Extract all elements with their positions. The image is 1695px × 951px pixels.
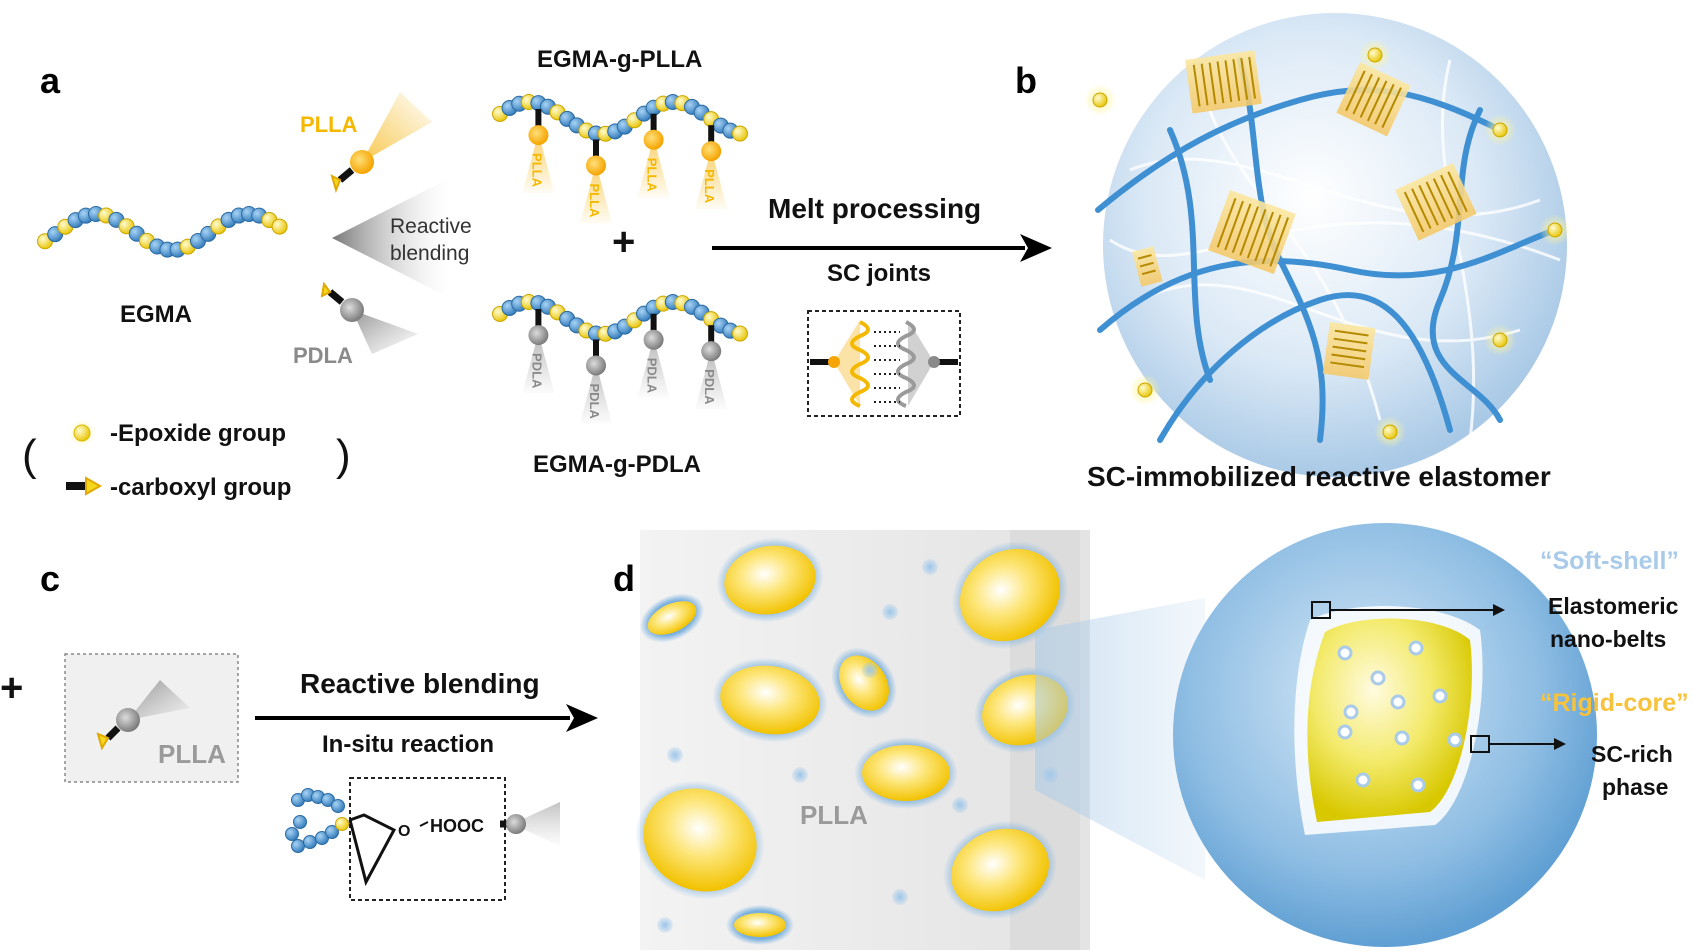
- egma-g-plla-chain: [492, 94, 748, 142]
- carboxyl-arrow-icon: [320, 281, 332, 298]
- carboxyl-legend-icon: [66, 476, 103, 496]
- sc-rich-label-line1: SC-rich: [1591, 741, 1673, 767]
- egma-chain: [37, 206, 288, 258]
- reactive-label-line2: blending: [390, 242, 469, 265]
- panel-label-b: b: [1015, 60, 1037, 101]
- pdla-graft-label: PDLA: [645, 358, 660, 394]
- reactive-arrow-head: [566, 704, 598, 732]
- plla-ball: [350, 150, 374, 174]
- plla-graft-label: PLLA: [587, 183, 602, 218]
- elastomeric-label-line2: nano-belts: [1550, 626, 1666, 652]
- sc-joints-inset: [807, 310, 961, 417]
- epoxide-bead: [271, 218, 288, 235]
- panel-label-c: c: [40, 558, 60, 599]
- melt-arrow-head: [1020, 234, 1052, 262]
- hooc-label: HOOC: [430, 816, 484, 836]
- sc-rich-label-line2: phase: [1602, 774, 1668, 800]
- blend-morphology-block: [635, 530, 1090, 950]
- sc-rich-dots: [1337, 640, 1463, 793]
- pdla-grafts: PDLA PDLA PDLA PDLA: [522, 309, 728, 424]
- epoxide-oxygen-label: O: [398, 823, 410, 840]
- epoxide-legend-icon: [69, 420, 95, 446]
- pdla-helix: [896, 320, 916, 408]
- epoxide-bead: [732, 125, 748, 142]
- panel-label-a: a: [40, 60, 61, 101]
- reactive-blending-wedge: [332, 178, 450, 298]
- panel-c-plus-sign: +: [0, 666, 23, 710]
- pdla-label: PDLA: [293, 343, 353, 368]
- elastomeric-label-line1: Elastomeric: [1548, 593, 1679, 619]
- egma-g-pdla-label: EGMA-g-PDLA: [533, 451, 701, 478]
- egma-g-plla-label: EGMA-g-PLLA: [537, 46, 702, 73]
- carboxyl-arrow-icon: [96, 732, 110, 751]
- panel-b-caption: SC-immobilized reactive elastomer: [1087, 461, 1551, 492]
- plla-label: PLLA: [300, 112, 358, 137]
- plla-reagent-box: [64, 653, 239, 783]
- legend-paren-open: (: [22, 431, 37, 480]
- plla-grafts: PLLA PLLA PLLA PLLA: [522, 109, 728, 224]
- epoxide-end-groups: [1084, 39, 1571, 448]
- soft-shell-label: “Soft-shell”: [1540, 547, 1679, 575]
- reactive-blending-label: Reactive blending: [300, 668, 540, 699]
- plus-sign: +: [612, 220, 635, 264]
- panel-label-d: d: [613, 558, 635, 599]
- plla-graft-label: PLLA: [645, 158, 660, 193]
- elastomer-network-sphere: [1084, 13, 1571, 477]
- panel-c-plla-label: PLLA: [158, 739, 226, 769]
- plla-graft-label: PLLA: [702, 169, 717, 204]
- legend-paren-close: ): [336, 431, 351, 480]
- in-situ-label: In-situ reaction: [322, 731, 494, 758]
- egma-g-pdla-chain: [492, 294, 748, 342]
- in-situ-inset: O HOOC: [285, 777, 560, 901]
- plla-helix: [850, 320, 870, 408]
- core-pointer-arrow-icon: [1554, 738, 1566, 750]
- sc-crystallites: [1132, 50, 1477, 380]
- shell-pointer-arrow-icon: [1493, 604, 1505, 616]
- pdla-reagent: [320, 281, 418, 354]
- melt-processing-label: Melt processing: [768, 193, 981, 224]
- pdla-ball: [340, 298, 364, 322]
- core-shell-particle: [1173, 523, 1597, 947]
- panel-d-plla-label: PLLA: [800, 800, 868, 830]
- rigid-core: [1307, 618, 1472, 822]
- plla-reagent: [330, 92, 432, 194]
- plla-graft-label: PLLA: [529, 153, 544, 188]
- legend-epoxide-label: -Epoxide group: [110, 420, 286, 447]
- legend-carboxyl-label: -carboxyl group: [110, 474, 291, 501]
- sc-joints-label: SC joints: [827, 260, 931, 287]
- epoxide-bead: [732, 325, 748, 342]
- pdla-graft-label: PDLA: [702, 369, 717, 405]
- pdla-graft-label: PDLA: [587, 383, 602, 419]
- pdla-graft-label: PDLA: [529, 353, 544, 389]
- zoom-beam: [1035, 598, 1205, 880]
- carboxyl-arrow-icon: [330, 174, 342, 194]
- reactive-label-line1: Reactive: [390, 215, 472, 238]
- rigid-core-label: “Rigid-core”: [1540, 689, 1689, 717]
- egma-label: EGMA: [120, 301, 192, 328]
